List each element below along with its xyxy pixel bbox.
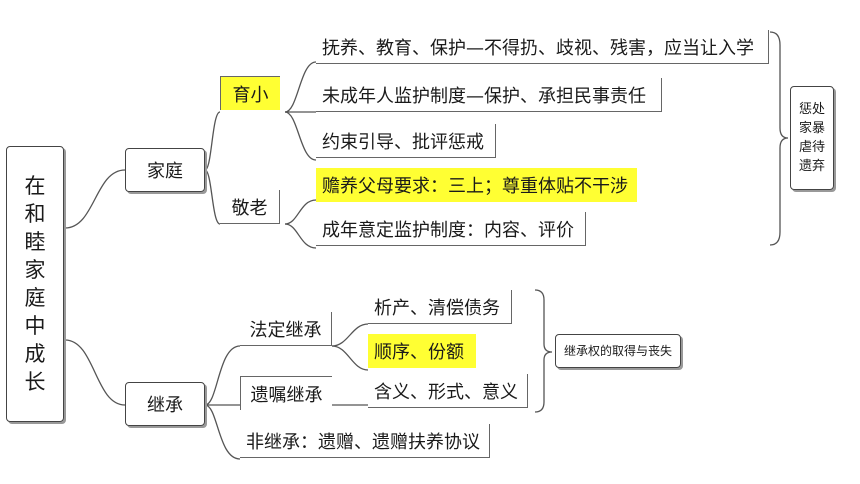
- connector-yuxiao-item3: [284, 111, 317, 161]
- root-char: 中: [24, 314, 46, 338]
- root-char: 成: [24, 342, 46, 366]
- connector-legal-item1: [331, 323, 369, 347]
- connector-yuxiao-item1: [284, 61, 317, 113]
- topic-jinglao: 敬老: [220, 190, 280, 224]
- connector-root-inheritance: [64, 339, 126, 406]
- root-char: 庭: [24, 286, 46, 310]
- legal-item: 析产、清偿债务: [368, 290, 512, 324]
- root-char: 在: [24, 174, 46, 198]
- topic-legal-inheritance: 法定继承: [240, 312, 332, 346]
- jinglao-item: 成年意定监护制度：内容、评价: [316, 212, 586, 246]
- yuxiao-item: 抚养、教育、保护—不得扔、歧视、残害，应当让入学: [316, 30, 769, 64]
- root-char: 和: [24, 202, 46, 226]
- inheritance-brace: [534, 289, 553, 413]
- non-inheritance: 非继承：遗赠、遗赠扶养协议: [240, 424, 490, 458]
- yuxiao-item: 未成年人监护制度—保护、承担民事责任: [316, 78, 662, 112]
- connector-family-jinglao: [204, 169, 221, 225]
- testamentary-item: 含义、形式、意义: [368, 374, 528, 408]
- connector-family-yuxiao: [204, 111, 221, 171]
- root-char: 睦: [24, 230, 46, 254]
- connector-jinglao-item1: [284, 199, 317, 225]
- family-side-note: 惩处家暴虐待遗弃: [790, 86, 834, 190]
- family-brace: [769, 31, 789, 246]
- connector-inheritance-legal: [204, 345, 241, 406]
- topic-yuxiao: 育小: [220, 76, 280, 110]
- inheritance-side-note: 继承权的取得与丧失: [555, 334, 681, 368]
- topic-family: 家庭: [125, 148, 205, 192]
- yuxiao-item: 约束引导、批评惩戒: [316, 124, 496, 158]
- legal-item-highlighted: 顺序、份额: [368, 334, 476, 368]
- root-char: 家: [24, 258, 46, 282]
- connector-inheritance-non: [204, 404, 241, 460]
- topic-inheritance: 继承: [125, 382, 205, 426]
- topic-testamentary-inheritance: 遗嘱继承: [240, 376, 332, 410]
- connector-jinglao-item2: [284, 223, 317, 249]
- root-topic: 在 和 睦 家 庭 中 成 长: [6, 146, 64, 422]
- connector-root-family: [64, 169, 126, 229]
- jinglao-item-highlighted: 赡养父母要求：三上；尊重体贴不干涉: [316, 168, 637, 202]
- root-char: 长: [24, 370, 46, 394]
- connector-legal-item2: [331, 345, 369, 371]
